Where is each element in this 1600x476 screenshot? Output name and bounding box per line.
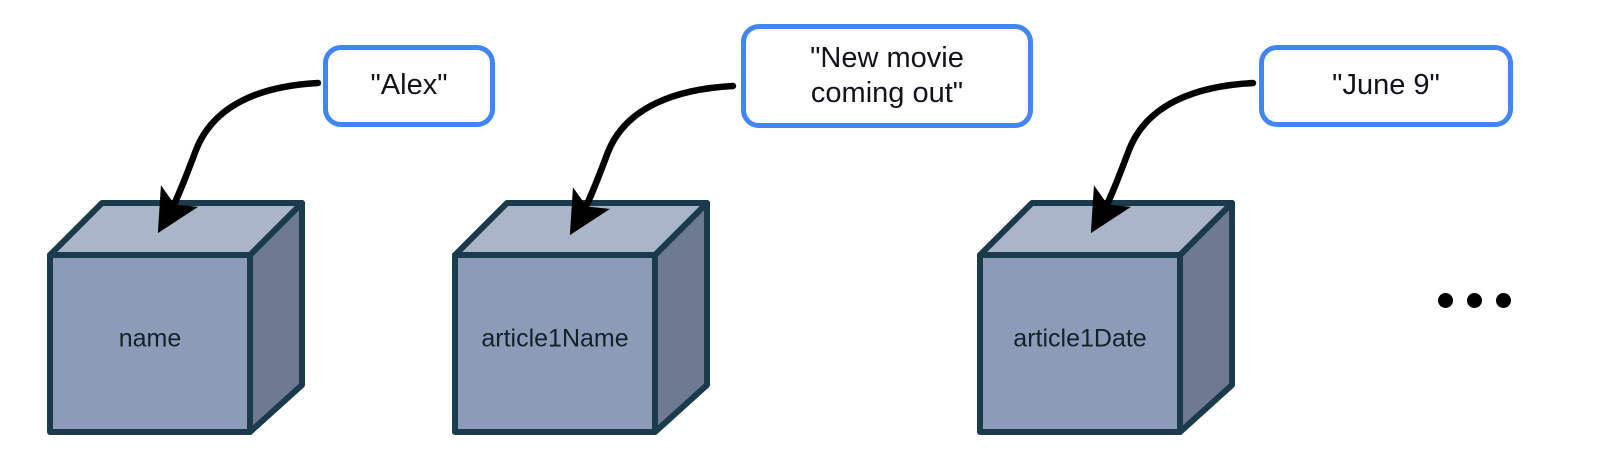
cube-article1name-front-face: [452, 252, 658, 435]
arrow-to-article1date: [1090, 79, 1257, 234]
ellipsis-dot: [1438, 293, 1453, 308]
arrow-to-article1name: [569, 82, 737, 236]
callout-alex[interactable]: "Alex": [323, 45, 495, 127]
cube-name-front-face: [47, 252, 253, 435]
callout-new-movie-text: "New movie coming out": [810, 41, 964, 109]
cube-name-label: name: [119, 325, 182, 353]
cube-name: name: [47, 200, 305, 435]
cube-article1name-label: article1Name: [481, 325, 628, 353]
callout-june-9-text: "June 9": [1332, 69, 1440, 102]
arrow-to-name: [157, 79, 322, 234]
cube-article1date: article1Date: [977, 200, 1235, 435]
cube-article1date-front-face: [977, 252, 1183, 435]
more-properties-ellipsis: [1438, 293, 1511, 308]
callout-alex-text: "Alex": [370, 69, 448, 102]
callout-new-movie[interactable]: "New movie coming out": [741, 24, 1033, 128]
ellipsis-dot: [1467, 293, 1482, 308]
ellipsis-dot: [1496, 293, 1511, 308]
cube-article1date-label: article1Date: [1013, 325, 1146, 353]
callout-june-9[interactable]: "June 9": [1259, 45, 1513, 127]
cube-article1name: article1Name: [452, 200, 710, 435]
